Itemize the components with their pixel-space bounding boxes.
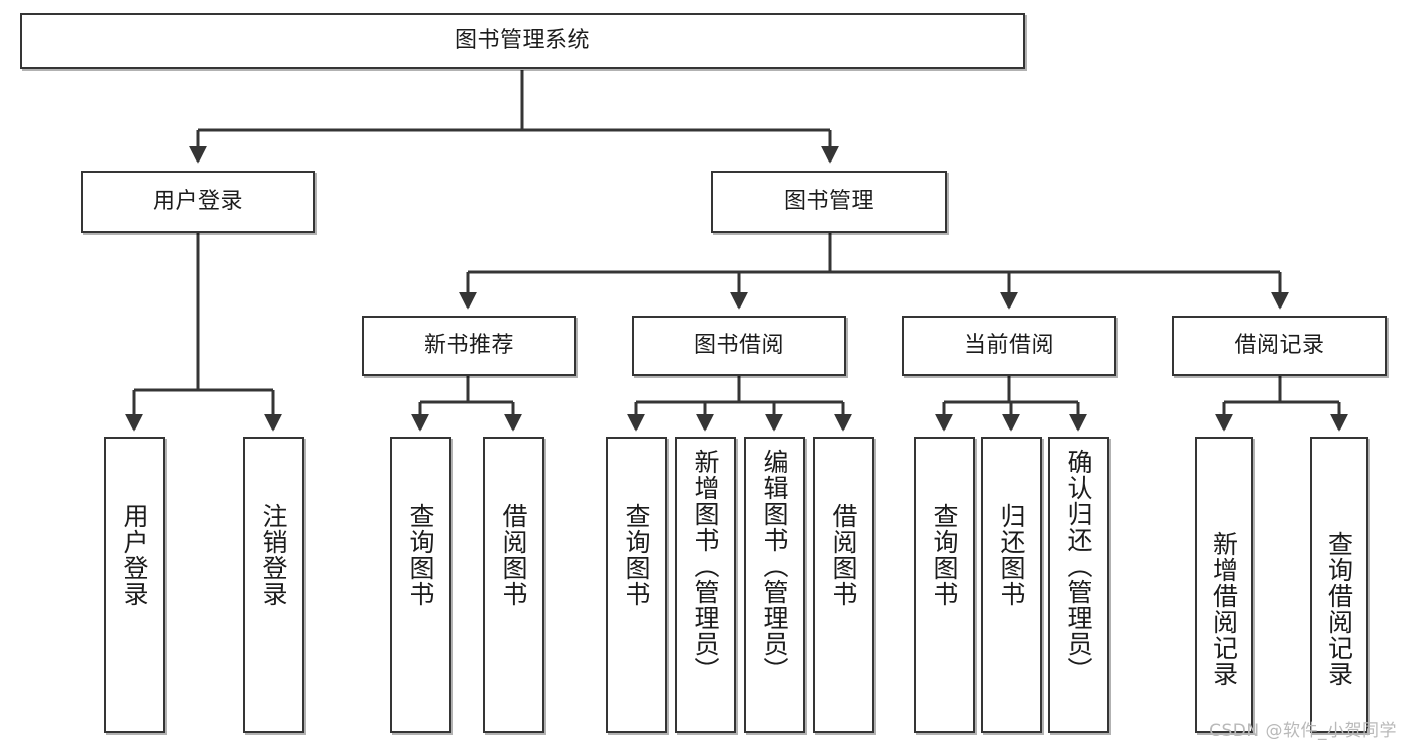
- node-current-borrow[interactable]: 当前借阅: [902, 316, 1116, 376]
- node-leaf-return-book-label: 归还图书: [997, 503, 1026, 607]
- node-leaf-return-book[interactable]: 归还图书: [981, 437, 1042, 733]
- node-leaf-add-record[interactable]: 新增借阅记录: [1195, 437, 1253, 733]
- node-leaf-logout-label: 注销登录: [259, 503, 288, 607]
- node-book-borrow-label: 图书借阅: [693, 332, 784, 358]
- node-user-login[interactable]: 用户登录: [81, 171, 315, 233]
- node-leaf-user-login-label: 用户登录: [120, 503, 149, 607]
- node-user-login-label: 用户登录: [152, 188, 243, 214]
- node-leaf-query-book-3[interactable]: 查询图书: [914, 437, 975, 733]
- node-leaf-borrow-book-2[interactable]: 借阅图书: [813, 437, 874, 733]
- node-leaf-query-book-1[interactable]: 查询图书: [390, 437, 451, 733]
- node-book-borrow[interactable]: 图书借阅: [632, 316, 846, 376]
- node-leaf-logout[interactable]: 注销登录: [243, 437, 304, 733]
- node-leaf-query-record[interactable]: 查询借阅记录: [1310, 437, 1368, 733]
- node-new-book-recommend[interactable]: 新书推荐: [362, 316, 576, 376]
- node-book-manage-label: 图书管理: [783, 188, 874, 214]
- node-new-book-recommend-label: 新书推荐: [423, 332, 514, 358]
- node-leaf-edit-book[interactable]: 编辑图书（管理员）: [744, 437, 805, 733]
- node-leaf-borrow-book-1-label: 借阅图书: [499, 503, 528, 607]
- node-leaf-query-book-2-label: 查询图书: [622, 503, 651, 607]
- node-leaf-confirm-return-label: 确认归还（管理员）: [1064, 449, 1093, 683]
- node-leaf-query-book-2[interactable]: 查询图书: [606, 437, 667, 733]
- node-leaf-query-record-label: 查询借阅记录: [1324, 531, 1354, 687]
- node-leaf-add-record-label: 新增借阅记录: [1209, 531, 1239, 687]
- node-leaf-query-book-1-label: 查询图书: [406, 503, 435, 607]
- node-leaf-query-book-3-label: 查询图书: [930, 503, 959, 607]
- node-leaf-add-book[interactable]: 新增图书（管理员）: [675, 437, 736, 733]
- node-leaf-user-login[interactable]: 用户登录: [104, 437, 165, 733]
- node-borrow-record[interactable]: 借阅记录: [1172, 316, 1387, 376]
- node-leaf-confirm-return[interactable]: 确认归还（管理员）: [1048, 437, 1109, 733]
- node-leaf-add-book-label: 新增图书（管理员）: [691, 449, 720, 683]
- node-book-manage[interactable]: 图书管理: [711, 171, 947, 233]
- node-root-label: 图书管理系统: [454, 27, 590, 53]
- node-leaf-borrow-book-2-label: 借阅图书: [829, 503, 858, 607]
- node-root[interactable]: 图书管理系统: [20, 13, 1025, 69]
- node-borrow-record-label: 借阅记录: [1234, 332, 1325, 358]
- node-leaf-borrow-book-1[interactable]: 借阅图书: [483, 437, 544, 733]
- node-leaf-edit-book-label: 编辑图书（管理员）: [760, 449, 789, 683]
- node-current-borrow-label: 当前借阅: [963, 332, 1054, 358]
